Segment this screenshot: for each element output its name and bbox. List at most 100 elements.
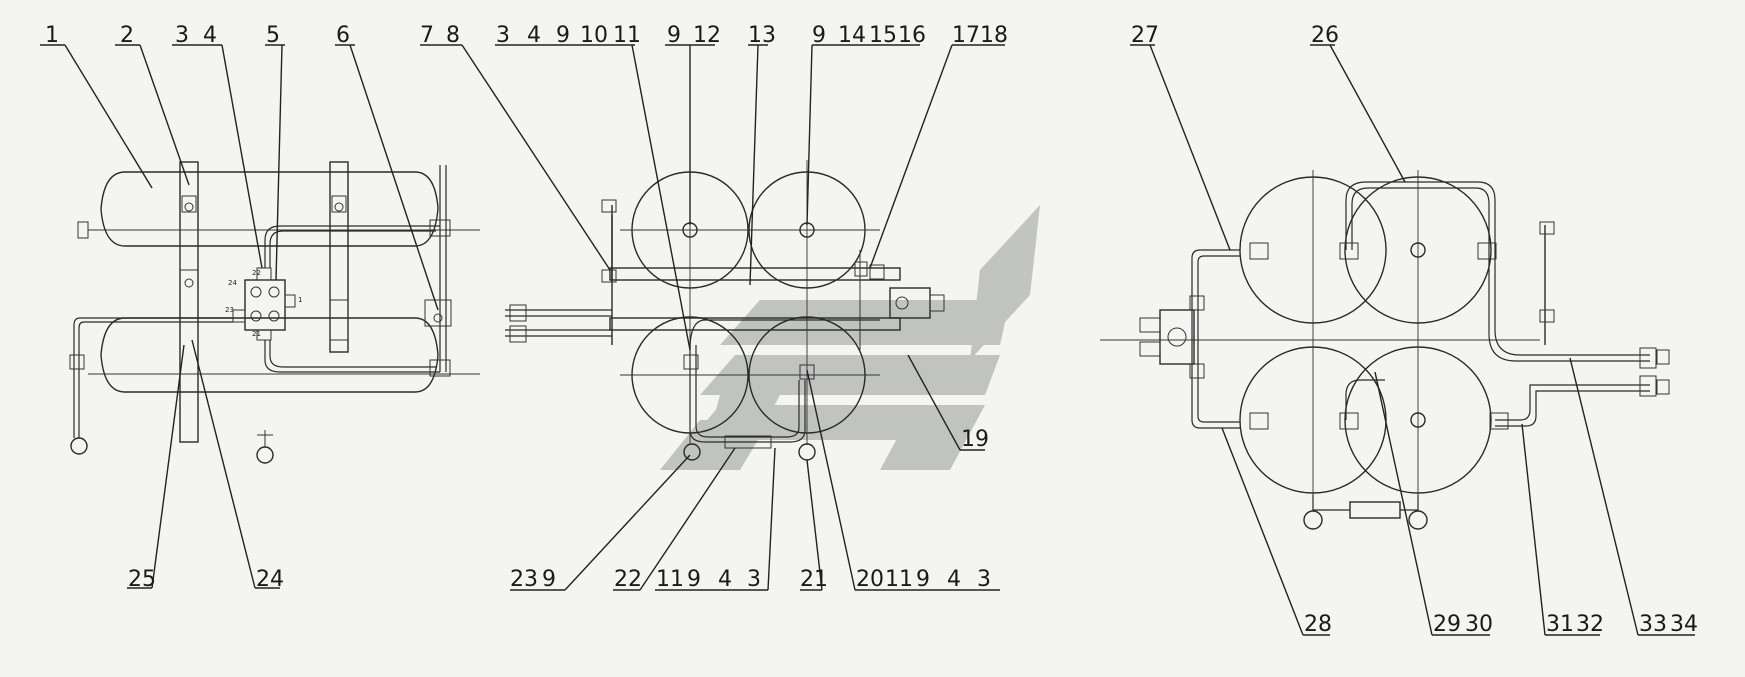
pipe [1495, 390, 1650, 427]
bolt [334, 202, 344, 212]
frame-rail [609, 317, 901, 331]
fitting [854, 261, 868, 277]
drain-valve [798, 443, 816, 461]
port [895, 296, 909, 310]
pipe [78, 321, 233, 438]
bracket [331, 195, 347, 213]
fitting [77, 221, 89, 239]
callout-19: 19 [961, 427, 989, 452]
fitting [232, 309, 246, 323]
fitting [1249, 412, 1269, 430]
fitting [1539, 221, 1555, 235]
port-mark: 21 [252, 330, 261, 338]
fitting [256, 329, 272, 341]
drain-valve [1408, 510, 1428, 530]
strap-left-a [179, 161, 199, 443]
callout-16: 16 [898, 23, 926, 48]
pipe [1494, 250, 1650, 356]
pipe [1488, 250, 1650, 362]
callout-32: 32 [1576, 612, 1604, 637]
callout-23: 23 [510, 567, 538, 592]
port [268, 286, 280, 298]
callout-20: 20 [856, 567, 884, 592]
fitting [1189, 363, 1205, 379]
callout-27: 27 [1131, 23, 1159, 48]
pipe [1351, 187, 1490, 250]
callout-8: 8 [446, 23, 460, 48]
fitting [601, 269, 617, 283]
callout-3: 3 [496, 23, 510, 48]
fitting [1139, 317, 1161, 333]
coupling [1349, 501, 1401, 519]
bolt [184, 278, 194, 288]
bolt [184, 202, 194, 212]
pipe [689, 319, 880, 351]
fitting [683, 354, 699, 370]
fitting [1139, 341, 1161, 357]
callout-17: 17 [952, 23, 980, 48]
callout-labels: 1 2 3 4 5 6 7 8 3 4 9 10 11 9 12 13 9 14… [45, 23, 1698, 637]
pipe [1400, 495, 1419, 511]
fitting [799, 364, 815, 380]
fitting [1656, 349, 1670, 365]
callout-29: 29 [1433, 612, 1461, 637]
upper-tank-left [100, 171, 439, 247]
port [1167, 327, 1187, 347]
fitting [1477, 242, 1497, 260]
callout-33: 33 [1639, 612, 1667, 637]
fitting [1639, 347, 1657, 369]
callout-9: 9 [542, 567, 556, 592]
fitting [284, 294, 296, 308]
view-middle [505, 160, 945, 461]
fitting [1189, 295, 1205, 311]
callout-7: 7 [420, 23, 434, 48]
port-mark: 1 [298, 296, 302, 304]
callout-3: 3 [175, 23, 189, 48]
callout-6: 6 [336, 23, 350, 48]
pipe [1312, 495, 1350, 511]
lower-tank-left [100, 317, 439, 393]
boss [1410, 412, 1426, 428]
callout-4: 4 [203, 23, 217, 48]
port-mark: 22 [252, 269, 261, 277]
drain-valve [683, 443, 701, 461]
fitting [1539, 309, 1555, 323]
relay-valve [1159, 309, 1195, 365]
callout-24: 24 [256, 567, 284, 592]
fitting [929, 294, 945, 312]
callout-3: 3 [977, 567, 991, 592]
callout-leaders [40, 44, 1695, 636]
callout-9: 9 [667, 23, 681, 48]
callout-5: 5 [266, 23, 280, 48]
port-mark: 23 [225, 306, 234, 314]
callout-13: 13 [748, 23, 776, 48]
bracket [424, 299, 452, 327]
callout-9: 9 [556, 23, 570, 48]
fitting [1489, 412, 1509, 430]
callout-4: 4 [718, 567, 732, 592]
port-mark: 24 [228, 279, 237, 287]
bolt [433, 313, 443, 323]
pipe [269, 230, 436, 268]
callout-15: 15 [869, 23, 897, 48]
fitting [256, 267, 272, 281]
callout-26: 26 [1311, 23, 1339, 48]
pipe [1345, 379, 1385, 420]
drain-valve [1303, 510, 1323, 530]
clamp [329, 299, 349, 341]
callout-1: 1 [45, 23, 59, 48]
pipe [269, 340, 436, 368]
port [268, 310, 280, 322]
fitting [869, 264, 885, 280]
pipe [689, 345, 806, 443]
pipe [264, 340, 440, 373]
drain-valve [256, 446, 274, 464]
fitting [509, 304, 527, 322]
strap-left-b [329, 161, 349, 353]
view-left: 24 22 23 21 1 [69, 161, 480, 464]
callout-9: 9 [812, 23, 826, 48]
pipe [695, 345, 800, 438]
fitting [509, 325, 527, 343]
clamp [179, 229, 199, 271]
